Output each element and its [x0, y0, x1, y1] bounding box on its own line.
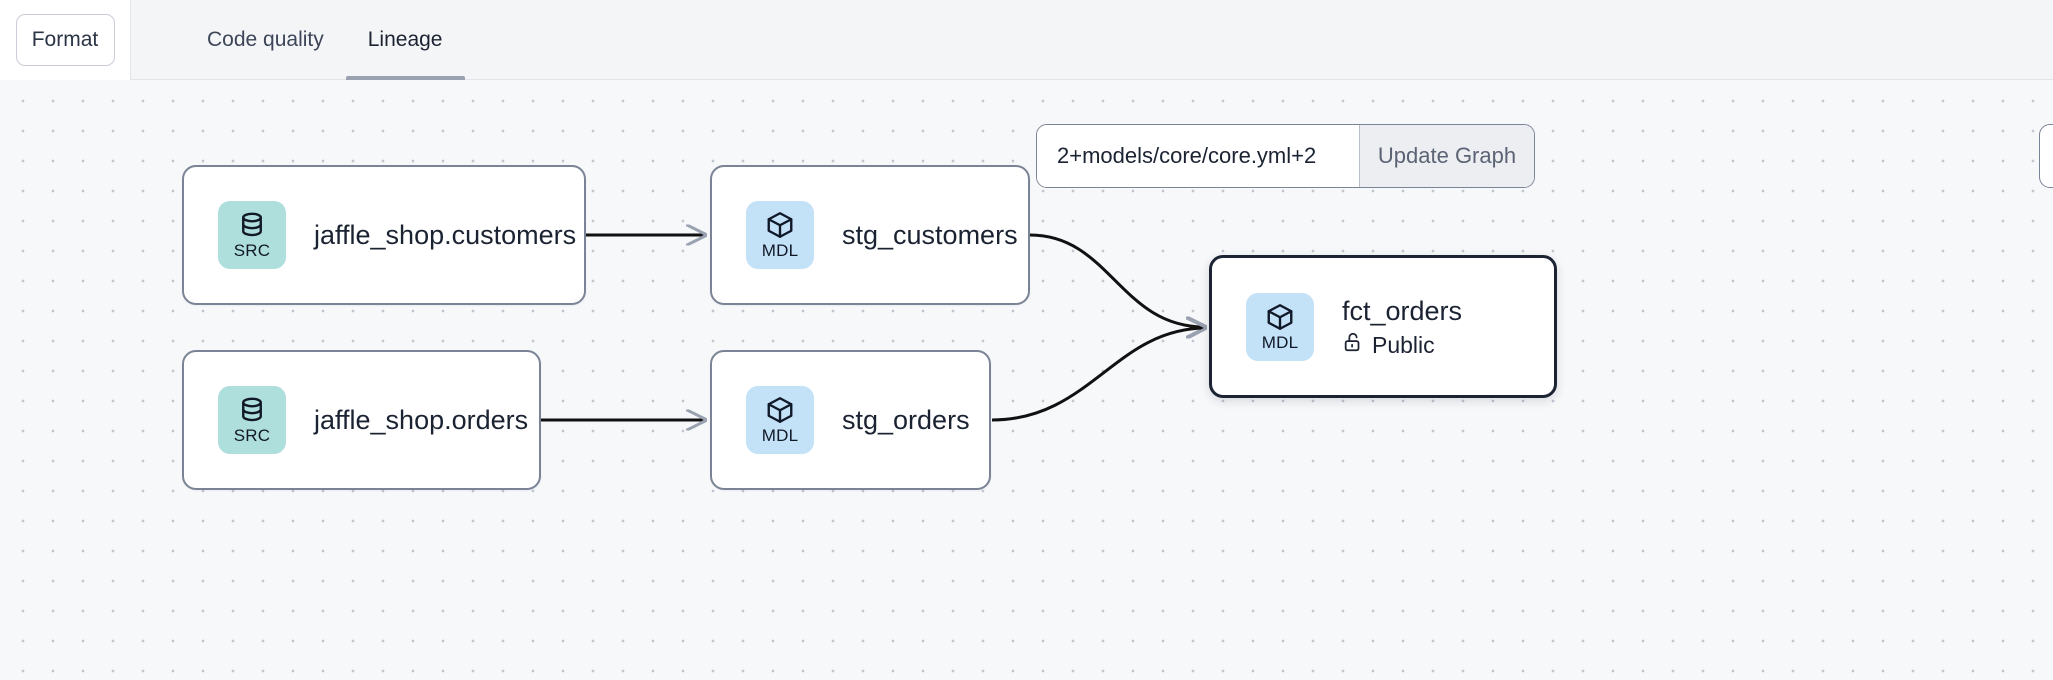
edge-stg-customers-to-fct-orders: [1029, 233, 1205, 327]
tab-lineage[interactable]: Lineage: [345, 0, 465, 80]
lineage-canvas[interactable]: SRC jaffle_shop.customers MDL stg_custom…: [0, 80, 2053, 680]
node-title: jaffle_shop.orders: [314, 404, 529, 435]
node-title: stg_orders: [842, 404, 970, 435]
lineage-node-fct-orders[interactable]: MDL fct_orders Public: [1209, 255, 1557, 398]
node-body: stg_orders: [842, 404, 970, 437]
model-badge: MDL: [746, 386, 814, 454]
database-icon: [237, 210, 267, 240]
node-title: stg_customers: [842, 219, 1018, 250]
lineage-node-jaffle-shop-orders[interactable]: SRC jaffle_shop.orders: [182, 350, 541, 490]
node-body: jaffle_shop.customers: [314, 219, 576, 252]
cube-icon: [1265, 302, 1295, 332]
lineage-node-stg-customers[interactable]: MDL stg_customers: [710, 165, 1030, 305]
format-button[interactable]: Format: [15, 13, 115, 66]
node-body: stg_customers: [842, 219, 1018, 252]
edge-stg-orders-to-fct-orders: [991, 328, 1205, 422]
node-body: fct_orders Public: [1342, 295, 1462, 359]
model-badge: MDL: [746, 201, 814, 269]
source-badge: SRC: [218, 386, 286, 454]
model-badge: MDL: [1246, 292, 1314, 361]
model-badge-label: MDL: [1261, 332, 1299, 352]
source-badge-label: SRC: [233, 426, 271, 445]
database-icon: [237, 395, 267, 425]
node-access-label: Public: [1372, 331, 1435, 358]
lineage-node-jaffle-shop-customers[interactable]: SRC jaffle_shop.customers: [182, 165, 586, 305]
unlock-icon: [1342, 331, 1364, 359]
model-badge-label: MDL: [761, 241, 799, 260]
node-access-status: Public: [1342, 331, 1462, 359]
tab-bar: Code quality Lineage: [131, 0, 465, 80]
lineage-node-stg-orders[interactable]: MDL stg_orders: [710, 350, 991, 490]
top-toolbar: Format Code quality Lineage: [0, 0, 2053, 80]
format-button-zone: Format: [0, 0, 131, 80]
offscreen-control-partial[interactable]: [2039, 124, 2053, 188]
graph-selector-control: Update Graph: [1036, 124, 1535, 188]
cube-icon: [765, 210, 795, 240]
cube-icon: [765, 395, 795, 425]
node-title: jaffle_shop.customers: [314, 219, 577, 250]
graph-selector-input[interactable]: [1037, 125, 1359, 187]
node-body: jaffle_shop.orders: [314, 404, 528, 437]
tab-code-quality[interactable]: Code quality: [207, 27, 324, 51]
source-badge: SRC: [218, 201, 286, 269]
node-title: fct_orders: [1342, 295, 1463, 326]
update-graph-button[interactable]: Update Graph: [1359, 125, 1534, 187]
source-badge-label: SRC: [233, 241, 271, 260]
model-badge-label: MDL: [761, 426, 799, 445]
